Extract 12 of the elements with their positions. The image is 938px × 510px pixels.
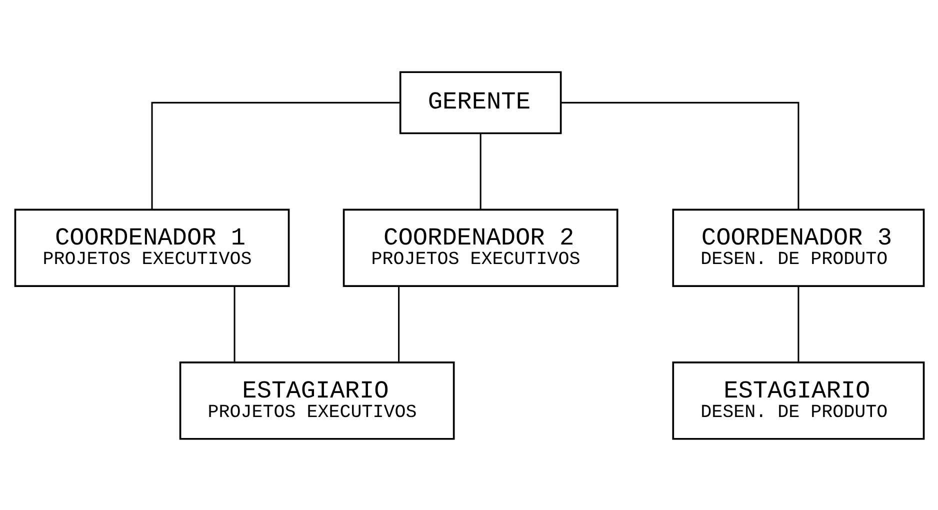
node-box: ESTAGIARIO DESEN. DE PRODUTO (672, 361, 924, 440)
node-box: COORDENADOR 3 DESEN. DE PRODUTO (672, 208, 924, 286)
node-box: COORDENADOR 1 PROJETOS EXECUTIVOS (14, 208, 290, 286)
node-box: COORDENADOR 2 PROJETOS EXECUTIVOS (342, 208, 618, 286)
connector (233, 286, 235, 362)
connector (560, 101, 799, 208)
node-box: GERENTE (398, 70, 562, 134)
connector (479, 132, 481, 209)
connector (797, 286, 799, 362)
connector (398, 286, 400, 362)
connector (150, 101, 400, 208)
node-box: ESTAGIARIO PROJETOS EXECUTIVOS (178, 361, 454, 440)
